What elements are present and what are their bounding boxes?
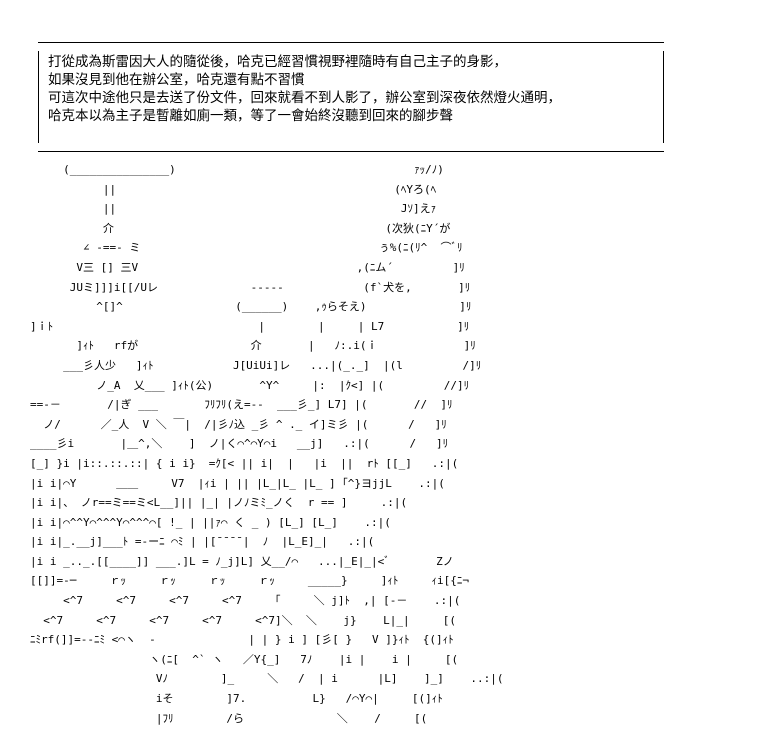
art-row: |i i|⌒^^Y⌒^^^Y⌒^^^⌒[ !_ | ||ｧ⌒ く _ ) [L_…: [30, 515, 391, 529]
ascii-art-scene: (_______________) ｧｯ/ﾉ) || (ﾍYろ(ﾍ || Jｿ]…: [30, 160, 768, 730]
art-row: <^7 <^7 <^7 <^7 ｢ ＼ j]ﾄ ,| [-－ .:|(: [30, 594, 461, 608]
art-row: JUミ]]]i[[/Uレ ----- (f`犬を, ]ﾘ: [30, 280, 471, 294]
art-row: ∠ -==- ミ ぅ%(ﾆ(ﾘ^ ⌒ﾞﾘ: [30, 241, 463, 255]
art-row: |i i|⌒Y ＿＿ V7 |ｨi | || |L_|L_ |L_ ] ｢^}ヨ…: [30, 476, 445, 490]
art-row: || (ﾍYろ(ﾍ: [30, 182, 437, 196]
narration-line: 可這次中途他只是去送了份文件，回來就看不到人影了，辦公室到深夜依然燈火通明，: [48, 90, 561, 106]
narration-box-left-edge: [38, 51, 39, 143]
art-row: ___彡人少 ]ｨﾄ J[UiUi]レ ...|(_._] |(l /]ﾘ: [30, 358, 482, 372]
art-row: ノ/ ／_人 V ＼ ￣| /|彡ﾉ込 _彡 ^ ._ イ]ミ彡 |( / ]ﾘ: [30, 417, 447, 431]
art-row: <^7 <^7 <^7 <^7 <^7]＼ ＼ j} L|_| [(: [30, 613, 456, 627]
art-row: |i i|_.__j]___ﾄ =-ーﾆ ⌒ﾐ | |[¯¯¯¯| ﾉ |L_E…: [30, 535, 375, 549]
art-row: ヽ(ﾆ[ ^` ヽ ／Y{_] 7ﾉ |i | i | [(: [30, 652, 459, 666]
art-row: ==-－ /|ぎ ___ ﾌﾘﾌﾘ(え=-- ___彡_] L7] |( // …: [30, 398, 453, 412]
narration-text: 打從成為斯雷因大人的隨從後，哈克已經習慣視野裡隨時有自己主子的身影， 如果沒見到…: [48, 53, 656, 125]
art-row: V三 [] 三V ,(ﾆム´ ]ﾘ: [30, 260, 465, 274]
narration-box-right-edge: [663, 51, 664, 143]
art-row: |i i _.._.[[____]] ___.]L = ﾉ_j]L] 乂__/⌒…: [30, 554, 454, 568]
art-row: iそ ]7. L} /⌒Y⌒| [(]ｨﾄ: [30, 692, 443, 706]
narration-box: 打從成為斯雷因大人的隨從後，哈克已經習慣視野裡隨時有自己主子的身影， 如果沒見到…: [38, 42, 664, 152]
art-row: |ﾌﾘ /ら ＼ / [(: [30, 711, 428, 725]
art-row: || Jｿ]えｧ: [30, 202, 437, 216]
art-row: (_______________) ｧｯ/ﾉ): [30, 163, 444, 176]
art-row: [_] }i |i::.::.::| { i i} =ｸ[< || i| | |…: [30, 456, 459, 470]
art-row: Vﾉ ]_ ＼ / | i |L] ]_] ..:|(: [30, 672, 504, 686]
narration-line: 打從成為斯雷因大人的隨從後，哈克已經習慣視野裡隨時有自己主子的身影，: [48, 54, 507, 70]
art-row: ]ｨﾄ rfが 介 | ﾉ:.i(ｉ ]ﾘ: [30, 339, 476, 353]
art-row: ____彡i |＿^,＼ ] ノ|く⌒^⌒Y⌒i __j] .:|( / ]ﾘ: [30, 437, 449, 451]
art-row: 介 (次狄(ﾆY´が: [30, 221, 451, 235]
art-row: ^[]^ (______) ,ｩらそえ) ]ﾘ: [30, 300, 472, 314]
art-row: |i i|、 ノr==ミ==ミ<L__]|| |_| |ノﾉミﾐ_ノく r ==…: [30, 496, 408, 510]
art-row: [[]]=-─ ｒｯ ｒｯ ｒｯ ｒｯ _____} ]ｨﾄ ｨi[{ﾆ¬: [30, 574, 469, 588]
art-row: ﾆﾐrf(]]=--ﾆﾐ <⌒ヽ ‐ | | } i ] [彡[ } V ]}ｨ…: [30, 633, 454, 647]
narration-line: 哈克本以為主子是暫離如廁一類，等了一會始終沒聽到回來的腳步聲: [48, 108, 453, 124]
art-row: ノ_A 乂___ ]ｨﾄ(公) ^Y^ |: |ｸ<] |( //]ﾘ: [30, 378, 470, 392]
narration-line: 如果沒見到他在辦公室，哈克還有點不習慣: [48, 72, 305, 88]
art-row: ]ｉﾄ | | | L7 ]ﾘ: [30, 319, 470, 333]
